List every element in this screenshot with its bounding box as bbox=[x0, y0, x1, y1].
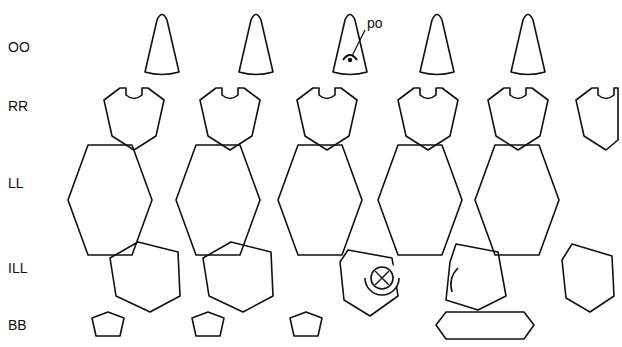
row-label: BB bbox=[8, 318, 27, 332]
row-label: OO bbox=[8, 40, 30, 54]
callout-label: po bbox=[367, 16, 383, 30]
row-label: RR bbox=[8, 99, 28, 113]
row-label: LL bbox=[8, 176, 24, 190]
row-label: ILL bbox=[8, 261, 27, 275]
